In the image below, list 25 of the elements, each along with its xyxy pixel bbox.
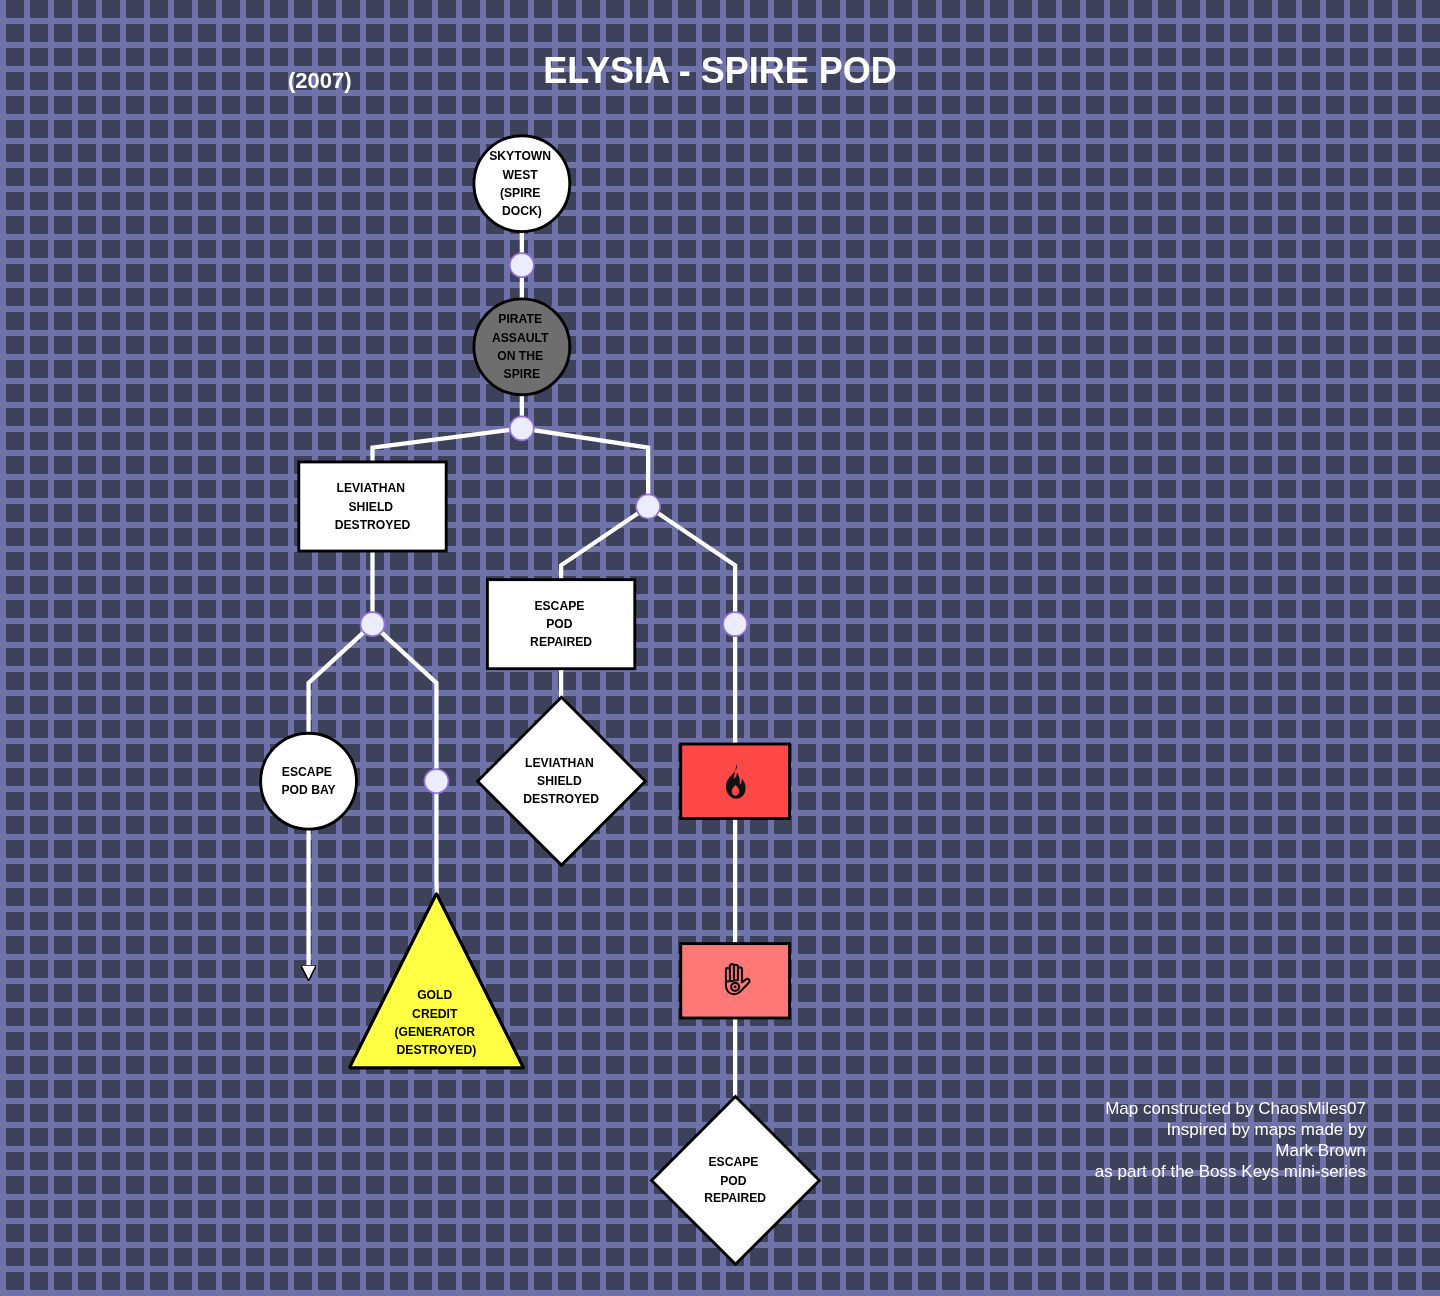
- credit-line: Mark Brown: [1275, 1140, 1366, 1161]
- node-circle: ESCAPE POD BAY: [259, 731, 358, 831]
- credit-line: Inspired by maps made by: [1166, 1119, 1366, 1140]
- node-circle: [722, 611, 748, 638]
- node-diamond: ESCAPE POD REPAIRED: [649, 1094, 822, 1267]
- diagram-title: ELYSIA - SPIRE POD: [543, 50, 897, 91]
- node-box: LEVIATHAN SHIELD DESTROYED: [297, 460, 448, 553]
- connector: [732, 818, 738, 944]
- year-label: (2007): [288, 68, 352, 93]
- node-diamond: LEVIATHAN SHIELD DESTROYED: [475, 695, 648, 868]
- node-circle: [359, 611, 386, 638]
- node-circle: SKYTOWN WEST (SPIRE DOCK): [472, 134, 572, 233]
- connector: [558, 668, 564, 698]
- node-box: ESCAPE POD REPAIRED: [485, 578, 637, 671]
- credit-line: as part of the Boss Keys mini-series: [1094, 1161, 1366, 1182]
- node-box: [679, 742, 791, 820]
- node-circle: [635, 493, 661, 520]
- node-circle: [423, 768, 450, 795]
- node-box: [679, 942, 791, 1020]
- arrow: [299, 829, 318, 982]
- node-circle: [508, 252, 535, 279]
- connector: [732, 1018, 738, 1097]
- node-circle: [508, 415, 535, 442]
- node-circle: PIRATE ASSAULT ON THE SPIRE: [472, 297, 572, 397]
- credit-line: Map constructed by ChaosMiles07: [1105, 1098, 1366, 1119]
